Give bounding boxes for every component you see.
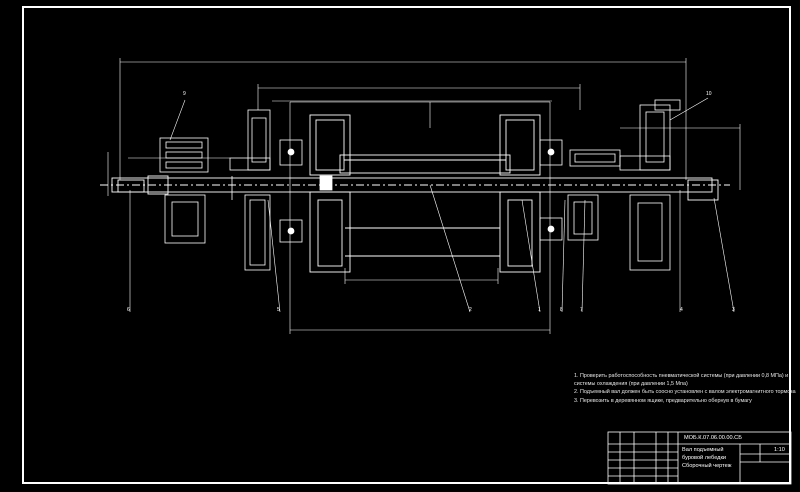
callout-1: 1 — [538, 307, 541, 313]
drawing-name-line-3: Сборочный чертеж — [682, 463, 732, 469]
title-block: МОБ.К.07.06.00.00.СБ Вал подъемный буров… — [608, 432, 791, 484]
callout-7: 7 — [580, 307, 583, 313]
note-3: 3. Перевозить в деревянном ящике, предва… — [574, 397, 752, 404]
bearings — [279, 139, 563, 243]
technical-requirements: 1. Проверить работоспособность пневматич… — [574, 372, 796, 405]
callout-6: 6 — [127, 307, 130, 313]
left-clutch — [159, 109, 271, 271]
dimension-lines — [107, 58, 741, 334]
right-clutch — [567, 99, 681, 271]
callout-8: 8 — [560, 307, 563, 313]
callout-4: 4 — [680, 307, 683, 313]
note-2: 2. Подъемный вал должен быть соосно уста… — [574, 389, 796, 396]
shaft — [100, 175, 730, 201]
title-block-grid — [607, 431, 792, 485]
drawing-frame — [22, 6, 791, 484]
callout-2: 2 — [469, 307, 472, 313]
note-1: 1. Проверить работоспособность пневматич… — [574, 373, 789, 388]
callout-3: 3 — [732, 307, 735, 313]
callout-10: 10 — [706, 91, 712, 97]
drawing-name-line-1: Вал подъемный — [682, 447, 724, 453]
leader-lines — [129, 97, 735, 313]
drawing-code: МОБ.К.07.06.00.00.СБ — [684, 435, 742, 441]
drum — [309, 114, 541, 273]
callout-5: 5 — [277, 307, 280, 313]
callout-9: 9 — [183, 91, 186, 97]
drawing-scale: 1:10 — [774, 447, 785, 453]
drawing-name-line-2: буровой лебедки — [682, 455, 727, 461]
